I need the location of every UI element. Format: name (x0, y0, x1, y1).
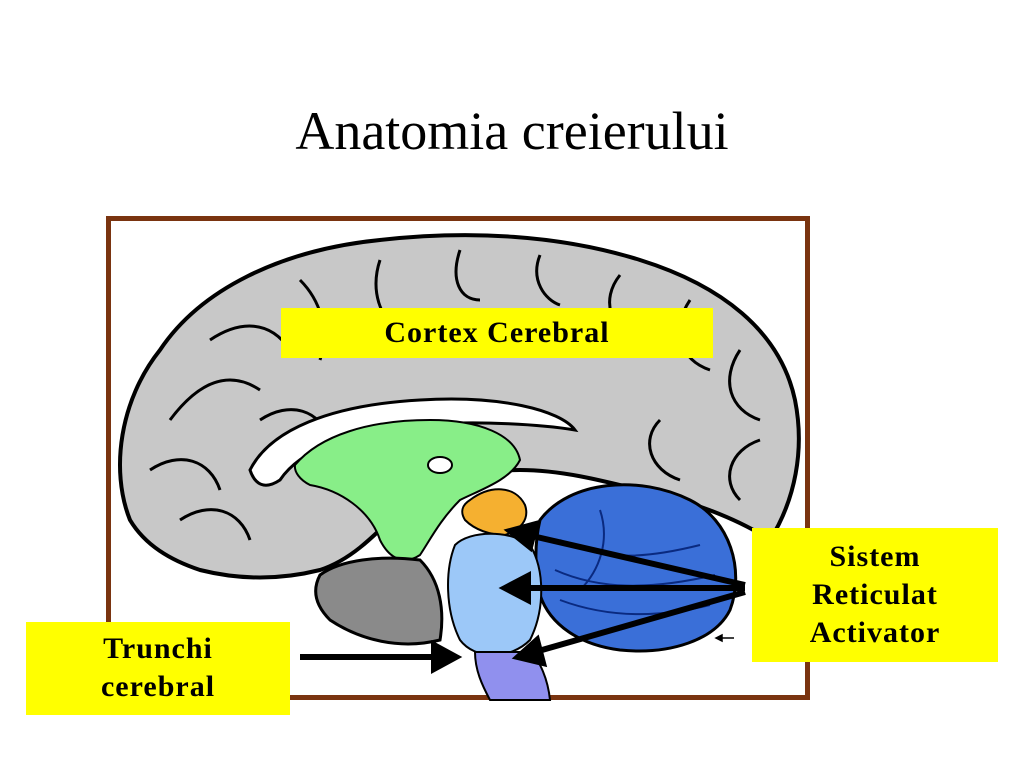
label-sistem-reticulat-activator: Sistem Reticulat Activator (752, 528, 998, 662)
corpus-callosum (248, 397, 579, 487)
label-cortex-cerebral: Cortex Cerebral (281, 308, 713, 358)
label-sistem-line-1: Sistem (829, 540, 921, 573)
label-trunchi-line-1: Trunchi (103, 632, 213, 665)
slide-title: Anatomia creierului (295, 101, 729, 161)
pons (447, 532, 543, 656)
limbic-region (293, 418, 522, 561)
label-trunchi-cerebral: Trunchi cerebral (26, 622, 290, 715)
arrows (300, 519, 746, 675)
temporal-dark (314, 556, 444, 646)
small-arrow (714, 633, 734, 643)
label-sistem-line-3: Activator (809, 616, 941, 649)
thalamus-nucleus (427, 456, 453, 474)
label-trunchi-line-2: cerebral (100, 670, 216, 703)
label-sistem-line-2: Reticulat (812, 578, 938, 611)
